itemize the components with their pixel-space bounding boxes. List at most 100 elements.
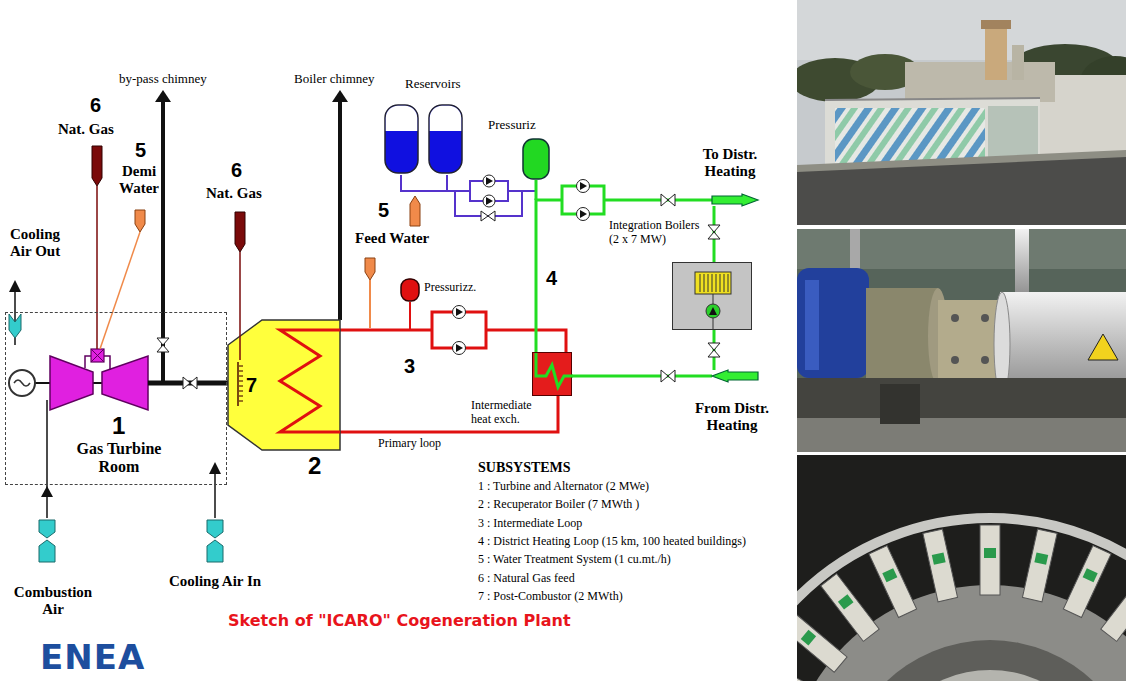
subsystem-item: 7 : Post-Combustor (2 MWth) xyxy=(478,590,623,604)
callout-number: 3 xyxy=(404,356,415,376)
illustration-layer xyxy=(869,546,917,618)
reservoir-tanks-shape xyxy=(429,105,462,173)
illustration-layer xyxy=(332,90,348,102)
recuperator-boiler-shape xyxy=(239,252,241,360)
post-combustor-shape xyxy=(238,366,243,401)
input-label: Demi Water xyxy=(112,163,166,198)
illustration-layer xyxy=(797,0,1126,225)
subsystem-item: 6 : Natural Gas feed xyxy=(478,572,575,586)
illustration-layer xyxy=(104,356,110,370)
turbine-room-photo xyxy=(797,229,1126,452)
illustration-layer xyxy=(92,146,102,186)
illustration-layer xyxy=(951,356,959,364)
symbol-layer xyxy=(661,370,675,382)
outlet-terminal-shape xyxy=(712,194,758,206)
heat-exchanger-shape xyxy=(536,353,573,387)
illustration-layer xyxy=(1022,529,1057,602)
post-combustor: 7 xyxy=(232,360,262,408)
pressurizer-vessel: Pressurizz. xyxy=(400,278,420,302)
input-label: Feed Water xyxy=(355,230,429,247)
callout-number: 1 xyxy=(112,414,125,438)
illustration-layer xyxy=(797,518,1126,681)
turbine-blades-photo xyxy=(797,455,1126,681)
symbol-layer xyxy=(157,338,169,352)
reservoir-tanks-shape xyxy=(430,106,462,131)
callout-number: 4 xyxy=(546,268,557,288)
illustration-layer xyxy=(14,380,30,386)
reservoir-tanks-shape xyxy=(385,105,418,173)
illustration-layer xyxy=(207,520,223,538)
illustration-layer xyxy=(797,612,847,672)
illustration-layer xyxy=(209,462,221,474)
illustration-layer xyxy=(981,356,989,364)
illustration-layer xyxy=(39,520,55,538)
illustration-layer xyxy=(135,210,145,232)
illustration-layer xyxy=(365,258,375,280)
reservoir-tanks: Reservoirs xyxy=(383,103,465,175)
symbol-layer xyxy=(455,191,522,216)
illustration-layer xyxy=(980,525,1000,595)
callout-number: 2 xyxy=(308,454,321,478)
illustration-layer xyxy=(984,548,996,558)
loop-label: Primary loop xyxy=(378,437,441,451)
integration-boiler-shape xyxy=(706,304,720,318)
illustration-layer xyxy=(821,574,879,642)
illustration-layer xyxy=(797,659,822,681)
symbol-layer xyxy=(486,177,493,185)
subsystem-item: 2 : Recuperator Boiler (7 MWth ) xyxy=(478,498,639,512)
illustration-layer xyxy=(981,20,1011,29)
illustration-layer xyxy=(825,98,1040,100)
illustration-layer xyxy=(797,659,822,681)
pressurizer-vessel: Pressuriz xyxy=(522,138,550,180)
chimney-label: Boiler chimney xyxy=(294,72,375,87)
illustration-layer xyxy=(980,525,1000,595)
symbol-layer xyxy=(708,343,720,357)
callout-number: 6 xyxy=(90,95,101,115)
illustration-layer xyxy=(100,232,140,349)
integration-boiler-shape xyxy=(700,274,728,292)
pressurizer-vessel-shape xyxy=(522,138,550,180)
illustration-layer xyxy=(797,612,847,672)
reservoir-tanks-shape xyxy=(385,105,418,173)
gas-turbine-symbol xyxy=(9,349,150,410)
illustration-layer xyxy=(882,568,897,582)
illustration-layer xyxy=(410,196,420,226)
illustration-layer xyxy=(835,108,985,164)
outlet-terminal: To Distr. Heating xyxy=(712,194,758,206)
plant-photo xyxy=(797,0,1126,225)
heat-exchanger: Intermediate heat exch. xyxy=(532,352,572,396)
recuperator-boiler: 27 xyxy=(228,320,340,450)
room-label: Gas Turbine Room xyxy=(64,440,174,477)
illustration-layer xyxy=(409,302,411,330)
boiler-label: Integration Boilers (2 x 7 MW) xyxy=(609,219,705,247)
illustration-layer xyxy=(1022,529,1057,602)
district-pipe xyxy=(572,375,712,378)
illustration-layer xyxy=(951,314,959,322)
illustration-layer xyxy=(923,529,958,602)
illustration-layer xyxy=(1015,229,1029,299)
symbol-layer xyxy=(481,211,495,221)
terminal-label: To Distr. Heating xyxy=(692,146,768,181)
illustration-layer xyxy=(9,370,35,396)
vessel-label: Pressuriz xyxy=(488,118,536,133)
reservoir-tanks-shape xyxy=(429,105,462,173)
illustration-layer xyxy=(880,384,920,424)
illustration-layer xyxy=(91,349,104,362)
illustration-layer xyxy=(91,349,104,362)
turbine-room: 1Gas Turbine Room xyxy=(5,312,227,485)
input-label: Nat. Gas xyxy=(58,121,114,138)
callout-number: 5 xyxy=(378,200,389,220)
subsystem-item: 4 : District Heating Loop (15 km, 100 he… xyxy=(478,535,746,549)
inlet-terminal: From Distr. Heating xyxy=(712,370,758,382)
illustration-layer xyxy=(797,268,869,378)
illustration-layer xyxy=(369,280,371,328)
chimney-label: by-pass chimney xyxy=(119,72,207,87)
recuperator-boiler-shape xyxy=(228,320,340,450)
illustration-layer xyxy=(9,280,21,292)
illustration-layer xyxy=(797,229,1126,452)
symbol-layer xyxy=(661,194,675,206)
symbol-layer xyxy=(456,308,463,316)
inlet-terminal-shape xyxy=(712,370,758,382)
inlet-terminal-shape xyxy=(712,370,758,382)
illustration-layer xyxy=(985,25,1007,80)
